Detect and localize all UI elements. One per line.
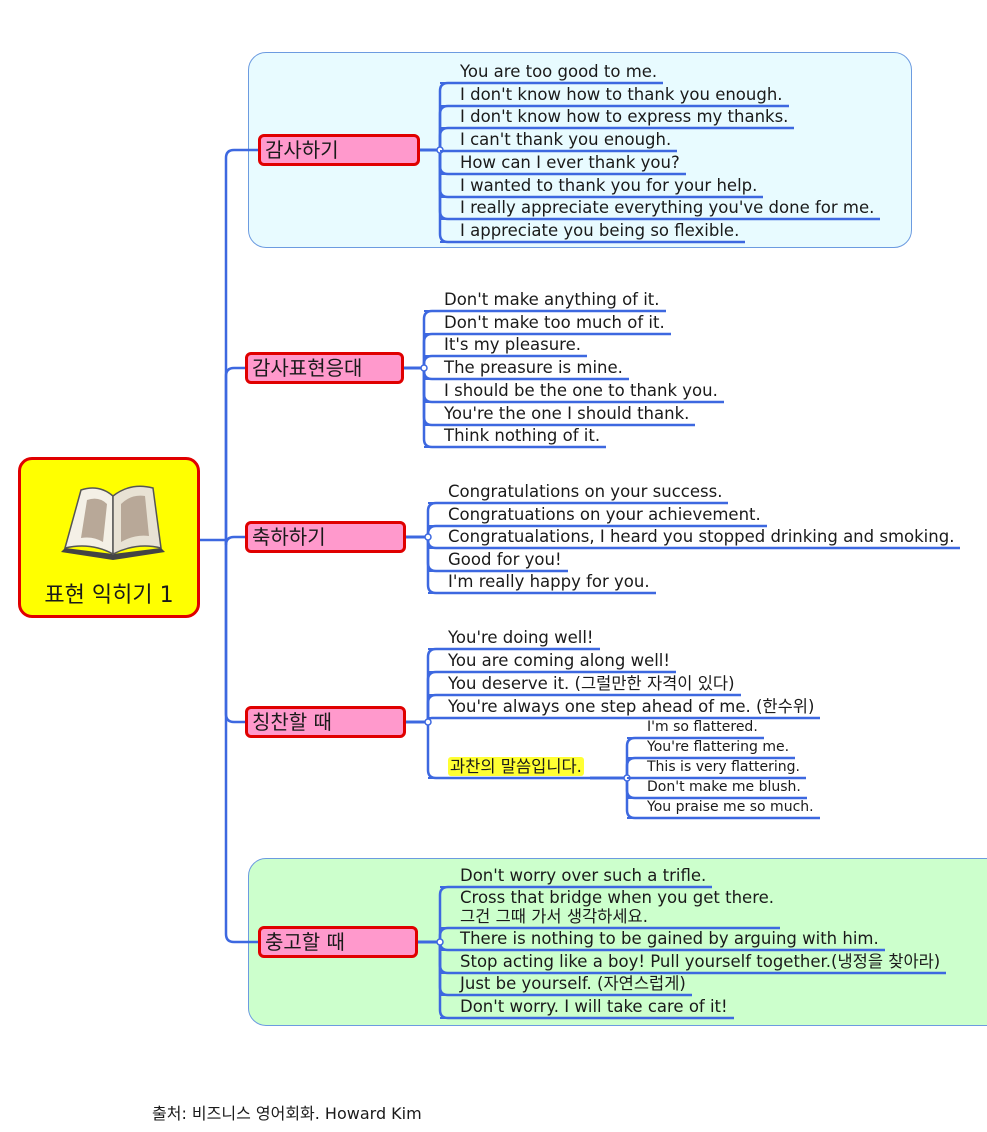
item-text: I don't know how to thank you enough.: [460, 84, 783, 104]
topic-node[interactable]: 충고할 때: [258, 926, 418, 958]
connector-line: [224, 148, 258, 540]
sub-branch-item[interactable]: Don't make me blush.: [627, 779, 807, 799]
topic-node[interactable]: 칭찬할 때: [245, 706, 406, 738]
branch-item[interactable]: You're always one step ahead of me. (한수위…: [428, 697, 821, 719]
branch-item[interactable]: How can I ever thank you?: [440, 153, 686, 175]
branch-item[interactable]: I wanted to thank you for your help.: [440, 175, 764, 198]
branch-item[interactable]: You deserve it. (그럴만한 자격이 있다): [428, 674, 741, 696]
item-text: Just be yourself. (자연스럽게): [460, 974, 686, 993]
central-topic-label: 표현 익히기 1: [44, 583, 174, 608]
sub-branch-item[interactable]: You praise me so much.: [627, 799, 820, 819]
highlighted-text: 과찬의 말씀입니다.: [448, 757, 584, 776]
item-text: Congratualations, I heard you stopped dr…: [448, 527, 955, 547]
item-text: Don't make too much of it.: [444, 312, 665, 332]
item-text: How can I ever thank you?: [460, 152, 680, 172]
item-text: I should be the one to thank you.: [444, 380, 718, 400]
branch-item[interactable]: I'm really happy for you.: [428, 572, 656, 595]
source-credit: 출처: 비즈니스 영어회화. Howard Kim: [152, 1104, 422, 1123]
item-text: Stop acting like a boy! Pull yourself to…: [460, 952, 941, 971]
branch-item[interactable]: I don't know how to thank you enough.: [440, 85, 789, 107]
item-text: You're the one I should thank.: [444, 403, 690, 423]
sub-branch-item[interactable]: This is very flattering.: [627, 759, 806, 779]
branch-item[interactable]: 과찬의 말씀입니다.: [428, 757, 590, 779]
branch-item[interactable]: I should be the one to thank you.: [424, 381, 724, 403]
sub-branch-item[interactable]: You're flattering me.: [627, 739, 796, 759]
branch-item[interactable]: You are too good to me.: [440, 62, 664, 84]
branch-item[interactable]: You're doing well!: [428, 628, 600, 650]
item-text: You are coming along well!: [448, 651, 671, 670]
branch-item[interactable]: There is nothing to be gained by arguing…: [440, 929, 885, 951]
item-text: There is nothing to be gained by arguing…: [460, 929, 879, 948]
central-topic[interactable]: 표현 익히기 1: [18, 457, 200, 618]
topic-node[interactable]: 감사하기: [258, 134, 420, 166]
item-text: I appreciate you being so flexible.: [460, 220, 740, 240]
item-text: Don't worry over such a trifle.: [460, 866, 707, 885]
branch-item[interactable]: Don't make too much of it.: [424, 313, 671, 335]
junction-dot: [424, 718, 432, 726]
item-text: Don't worry. I will take care of it!: [460, 997, 728, 1016]
item-text: I don't know how to express my thanks.: [460, 107, 789, 127]
branch-item[interactable]: It's my pleasure.: [424, 335, 587, 358]
branch-item[interactable]: I can't thank you enough.: [440, 130, 678, 153]
branch-item[interactable]: Congratuations on your achievement.: [428, 505, 767, 527]
item-text: You are too good to me.: [460, 62, 658, 81]
branch-item[interactable]: I really appreciate everything you've do…: [440, 198, 881, 221]
item-text: Cross that bridge when you get there. 그건…: [460, 888, 775, 926]
topic-node[interactable]: 감사표현응대: [245, 352, 404, 384]
branch-item[interactable]: Don't worry. I will take care of it!: [440, 997, 734, 1019]
branch-item[interactable]: Good for you!: [428, 550, 568, 572]
item-text: You're doing well!: [448, 628, 594, 647]
item-text: I wanted to thank you for your help.: [460, 175, 758, 195]
branch-item[interactable]: The preasure is mine.: [424, 358, 629, 381]
connector-line: [224, 540, 258, 944]
topic-node[interactable]: 축하하기: [245, 521, 406, 553]
sub-branch-item[interactable]: I'm so flattered.: [627, 719, 764, 739]
item-text: I can't thank you enough.: [460, 130, 672, 150]
item-text: Congratuations on your achievement.: [448, 504, 761, 524]
connector-line: [224, 366, 245, 540]
item-text: I really appreciate everything you've do…: [460, 198, 875, 218]
branch-item[interactable]: I appreciate you being so flexible.: [440, 220, 746, 243]
junction-dot: [420, 364, 428, 372]
item-text: You're always one step ahead of me. (한수위…: [448, 697, 815, 716]
item-text: You deserve it. (그럴만한 자격이 있다): [448, 674, 735, 693]
branch-item[interactable]: Cross that bridge when you get there. 그건…: [440, 888, 781, 929]
item-text: It's my pleasure.: [444, 335, 581, 355]
branch-item[interactable]: Don't worry over such a trifle.: [440, 866, 713, 888]
branch-item[interactable]: You're the one I should thank.: [424, 403, 696, 426]
branch-item[interactable]: Stop acting like a boy! Pull yourself to…: [440, 952, 947, 974]
branch-item[interactable]: Just be yourself. (자연스럽게): [440, 974, 692, 996]
branch-item[interactable]: Congratualations, I heard you stopped dr…: [428, 527, 961, 550]
branch-item[interactable]: Don't make anything of it.: [424, 290, 666, 312]
junction-dot: [424, 533, 432, 541]
item-text: Don't make anything of it.: [444, 290, 660, 309]
branch-item[interactable]: Congratulations on your success.: [428, 482, 729, 504]
item-text: Good for you!: [448, 549, 562, 569]
branch-item[interactable]: Think nothing of it.: [424, 426, 607, 449]
item-text: The preasure is mine.: [444, 358, 623, 378]
junction-dot: [436, 938, 444, 946]
open-book-icon: [61, 485, 165, 560]
branch-item[interactable]: You are coming along well!: [428, 651, 677, 673]
item-text: Think nothing of it.: [444, 426, 601, 446]
branch-item[interactable]: I don't know how to express my thanks.: [440, 107, 795, 130]
connector-line: [224, 535, 245, 546]
item-text: I'm really happy for you.: [448, 572, 650, 592]
connector-line: [224, 540, 245, 724]
item-text: Congratulations on your success.: [448, 482, 723, 501]
